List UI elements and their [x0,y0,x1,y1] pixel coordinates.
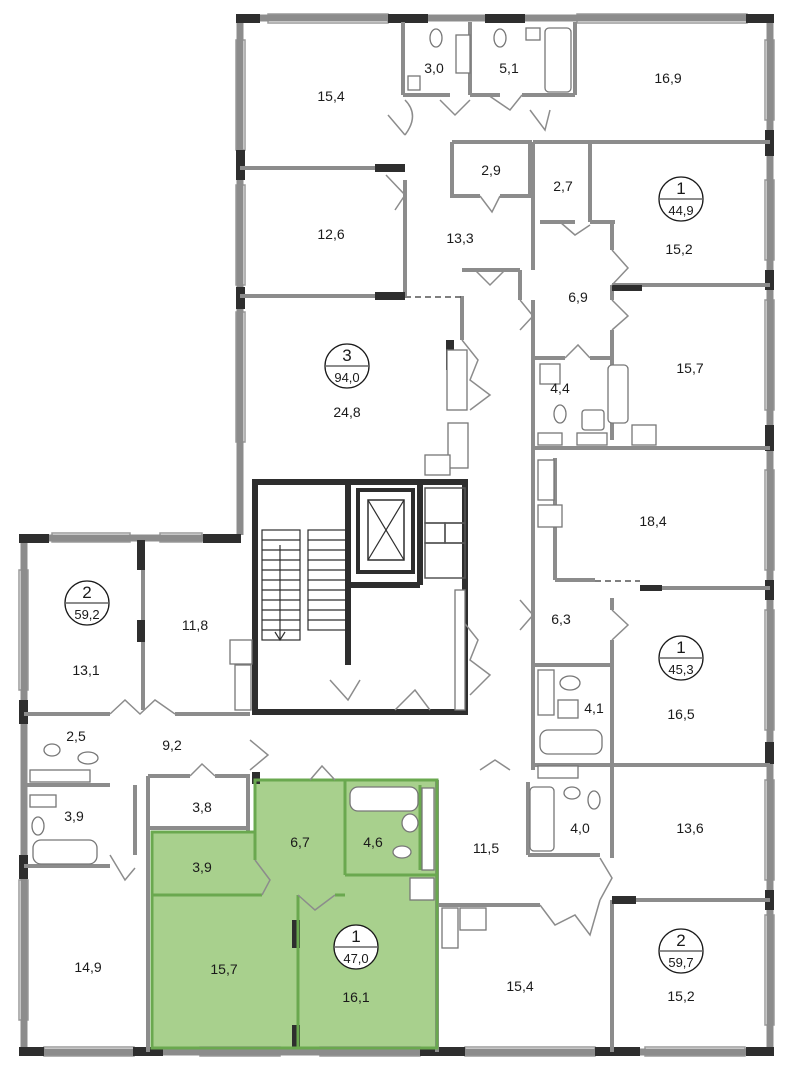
room-area-label: 15,4 [317,88,344,104]
room-area-label: 2,9 [481,162,501,178]
apartment-badge-1-highlighted[interactable]: 1 47,0 [333,924,379,970]
room-area-label: 6,9 [568,289,588,305]
apartment-rooms: 1 [676,638,685,657]
room-area-label: 4,4 [550,380,570,396]
apartment-rooms: 1 [676,179,685,198]
highlighted-apartment-walls [150,778,439,1050]
room-area-label: 6,7 [290,834,310,850]
apartment-rooms: 2 [82,583,91,602]
apartment-badge-2-bottom[interactable]: 2 59,7 [658,928,704,974]
room-area-label: 13,3 [446,230,473,246]
apartment-badge-3[interactable]: 3 94,0 [324,343,370,389]
apartment-area: 59,7 [668,955,693,970]
apartment-area: 44,9 [668,203,693,218]
room-area-label: 5,1 [499,60,519,76]
highlighted-apartment-area[interactable] [152,780,437,1048]
room-area-label: 2,7 [553,178,573,194]
bathroom-fixtures [29,27,657,949]
room-area-label: 4,6 [363,834,383,850]
building-core [252,479,468,715]
room-area-label: 12,6 [317,226,344,242]
room-area-label: 2,5 [66,728,86,744]
room-area-label: 3,9 [64,808,84,824]
apartment-badge-1-top[interactable]: 1 44,9 [658,176,704,222]
room-area-label: 16,1 [342,989,369,1005]
dashed-lines [405,296,640,582]
apartment-badge-1-mid[interactable]: 1 45,3 [658,635,704,681]
room-area-label: 6,3 [551,611,571,627]
room-area-label: 14,9 [74,959,101,975]
apartment-badge-2-left[interactable]: 2 59,2 [64,580,110,626]
room-labels: 15,4 3,0 5,1 16,9 2,9 2,7 12,6 13,3 15,2… [64,60,704,1005]
room-area-label: 15,4 [506,978,533,994]
room-area-label: 16,5 [667,706,694,722]
door-swings [109,94,630,937]
room-area-label: 18,4 [639,513,666,529]
room-area-label: 3,9 [192,859,212,875]
room-area-label: 24,8 [333,404,360,420]
apartment-rooms: 2 [676,931,685,950]
room-area-label: 16,9 [654,70,681,86]
apartment-area: 59,2 [74,607,99,622]
room-area-label: 9,2 [162,737,182,753]
apartment-rooms: 3 [342,346,351,365]
room-area-label: 15,7 [676,360,703,376]
room-area-label: 4,0 [570,820,590,836]
room-area-label: 13,6 [676,820,703,836]
room-area-label: 15,2 [667,988,694,1004]
room-area-label: 11,8 [182,617,208,633]
room-area-label: 13,1 [72,662,99,678]
room-area-label: 11,5 [473,840,499,856]
apartment-rooms: 1 [351,927,360,946]
room-area-label: 3,8 [192,799,212,815]
apartment-area: 45,3 [668,662,693,677]
apartment-area: 47,0 [343,951,368,966]
room-area-label: 15,7 [210,961,237,977]
room-area-label: 15,2 [665,241,692,257]
apartment-area: 94,0 [334,370,359,385]
room-area-label: 4,1 [584,700,604,716]
room-area-label: 3,0 [424,60,444,76]
